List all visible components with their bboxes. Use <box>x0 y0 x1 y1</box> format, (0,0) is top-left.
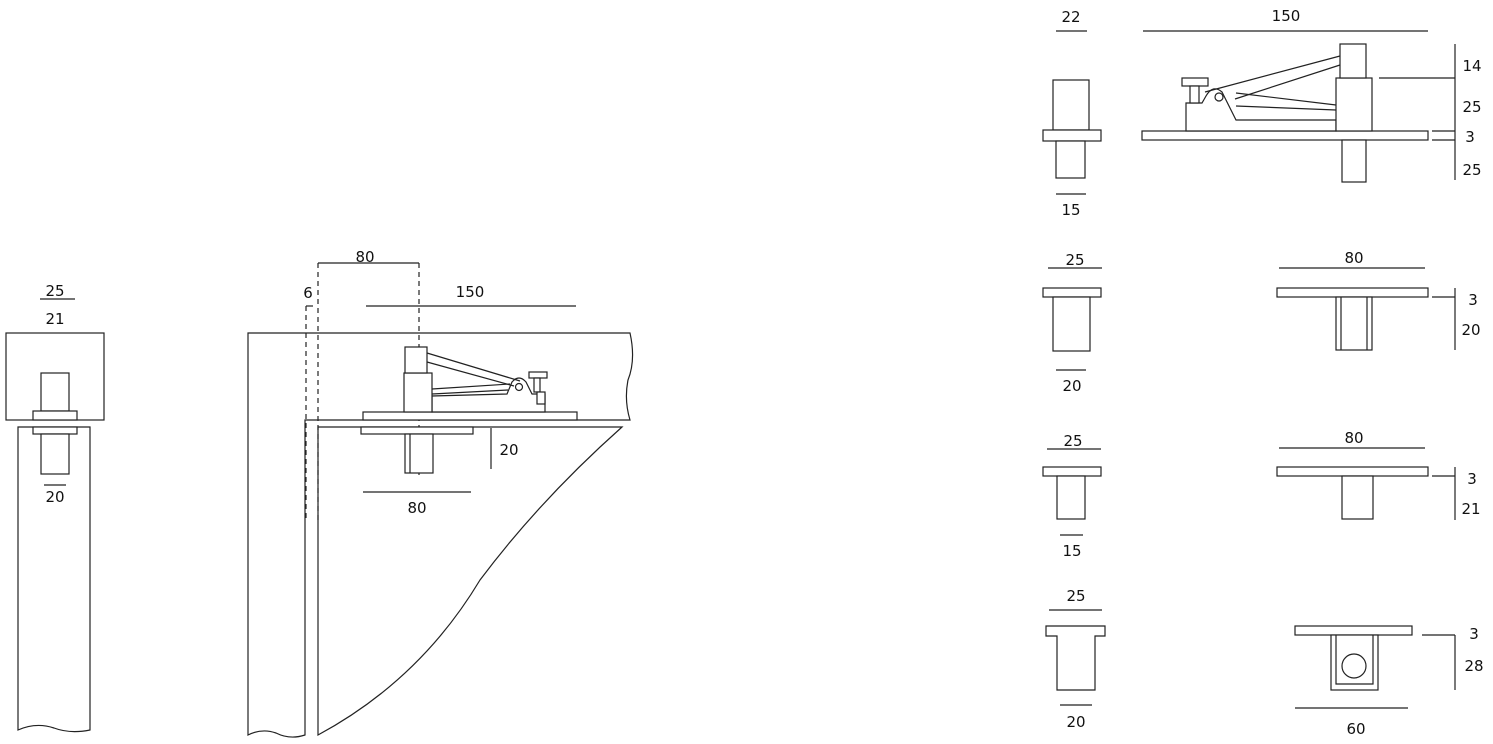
dim-side-length: 150 <box>1272 7 1301 25</box>
dim-a-body: 20 <box>1062 377 1081 395</box>
dim-side-h1: 25 <box>1462 98 1481 116</box>
dim-a-plate: 80 <box>1344 249 1363 267</box>
dim-b-h0: 3 <box>1467 470 1477 488</box>
dim-b-flange: 25 <box>1063 432 1082 450</box>
variant-a: 25 20 80 3 20 <box>1042 249 1481 395</box>
clamp-end-view: 22 15 <box>1042 8 1102 219</box>
section-view: 80 6 150 20 80 <box>247 248 634 738</box>
dim-c-h1: 28 <box>1464 657 1483 675</box>
dim-side-h2: 3 <box>1465 128 1475 146</box>
dim-c-plate: 60 <box>1346 720 1365 738</box>
front-view: 25 21 20 <box>5 282 105 733</box>
dim-c-h0: 3 <box>1469 625 1479 643</box>
dim-stem-height: 20 <box>499 441 518 459</box>
dim-a-flange: 25 <box>1065 251 1084 269</box>
clamp-side-view: 150 14 25 3 25 <box>1141 7 1482 183</box>
dim-axis-distance: 80 <box>355 248 374 266</box>
variant-c: 25 20 3 28 60 <box>1045 587 1484 738</box>
dim-offset: 6 <box>303 284 313 302</box>
variant-b: 25 15 80 3 21 <box>1042 429 1481 560</box>
dim-end-top: 22 <box>1061 8 1080 26</box>
dim-a-h1: 20 <box>1461 321 1480 339</box>
dim-c-flange: 25 <box>1066 587 1085 605</box>
dim-side-h0: 14 <box>1462 57 1481 75</box>
bracket <box>317 426 624 737</box>
dim-c-body: 20 <box>1066 713 1085 731</box>
dim-inner-width: 21 <box>45 310 64 328</box>
dim-side-h3: 25 <box>1462 161 1481 179</box>
dim-b-h1: 21 <box>1461 500 1480 518</box>
dim-b-body: 15 <box>1062 542 1081 560</box>
dim-clamp-length: 150 <box>456 283 485 301</box>
dim-stem-width: 20 <box>45 488 64 506</box>
dim-b-plate: 80 <box>1344 429 1363 447</box>
dim-end-stem: 15 <box>1061 201 1080 219</box>
post <box>17 426 91 733</box>
dim-a-h0: 3 <box>1468 291 1478 309</box>
dim-washer-width: 80 <box>407 499 426 517</box>
dim-top-width: 25 <box>45 282 64 300</box>
